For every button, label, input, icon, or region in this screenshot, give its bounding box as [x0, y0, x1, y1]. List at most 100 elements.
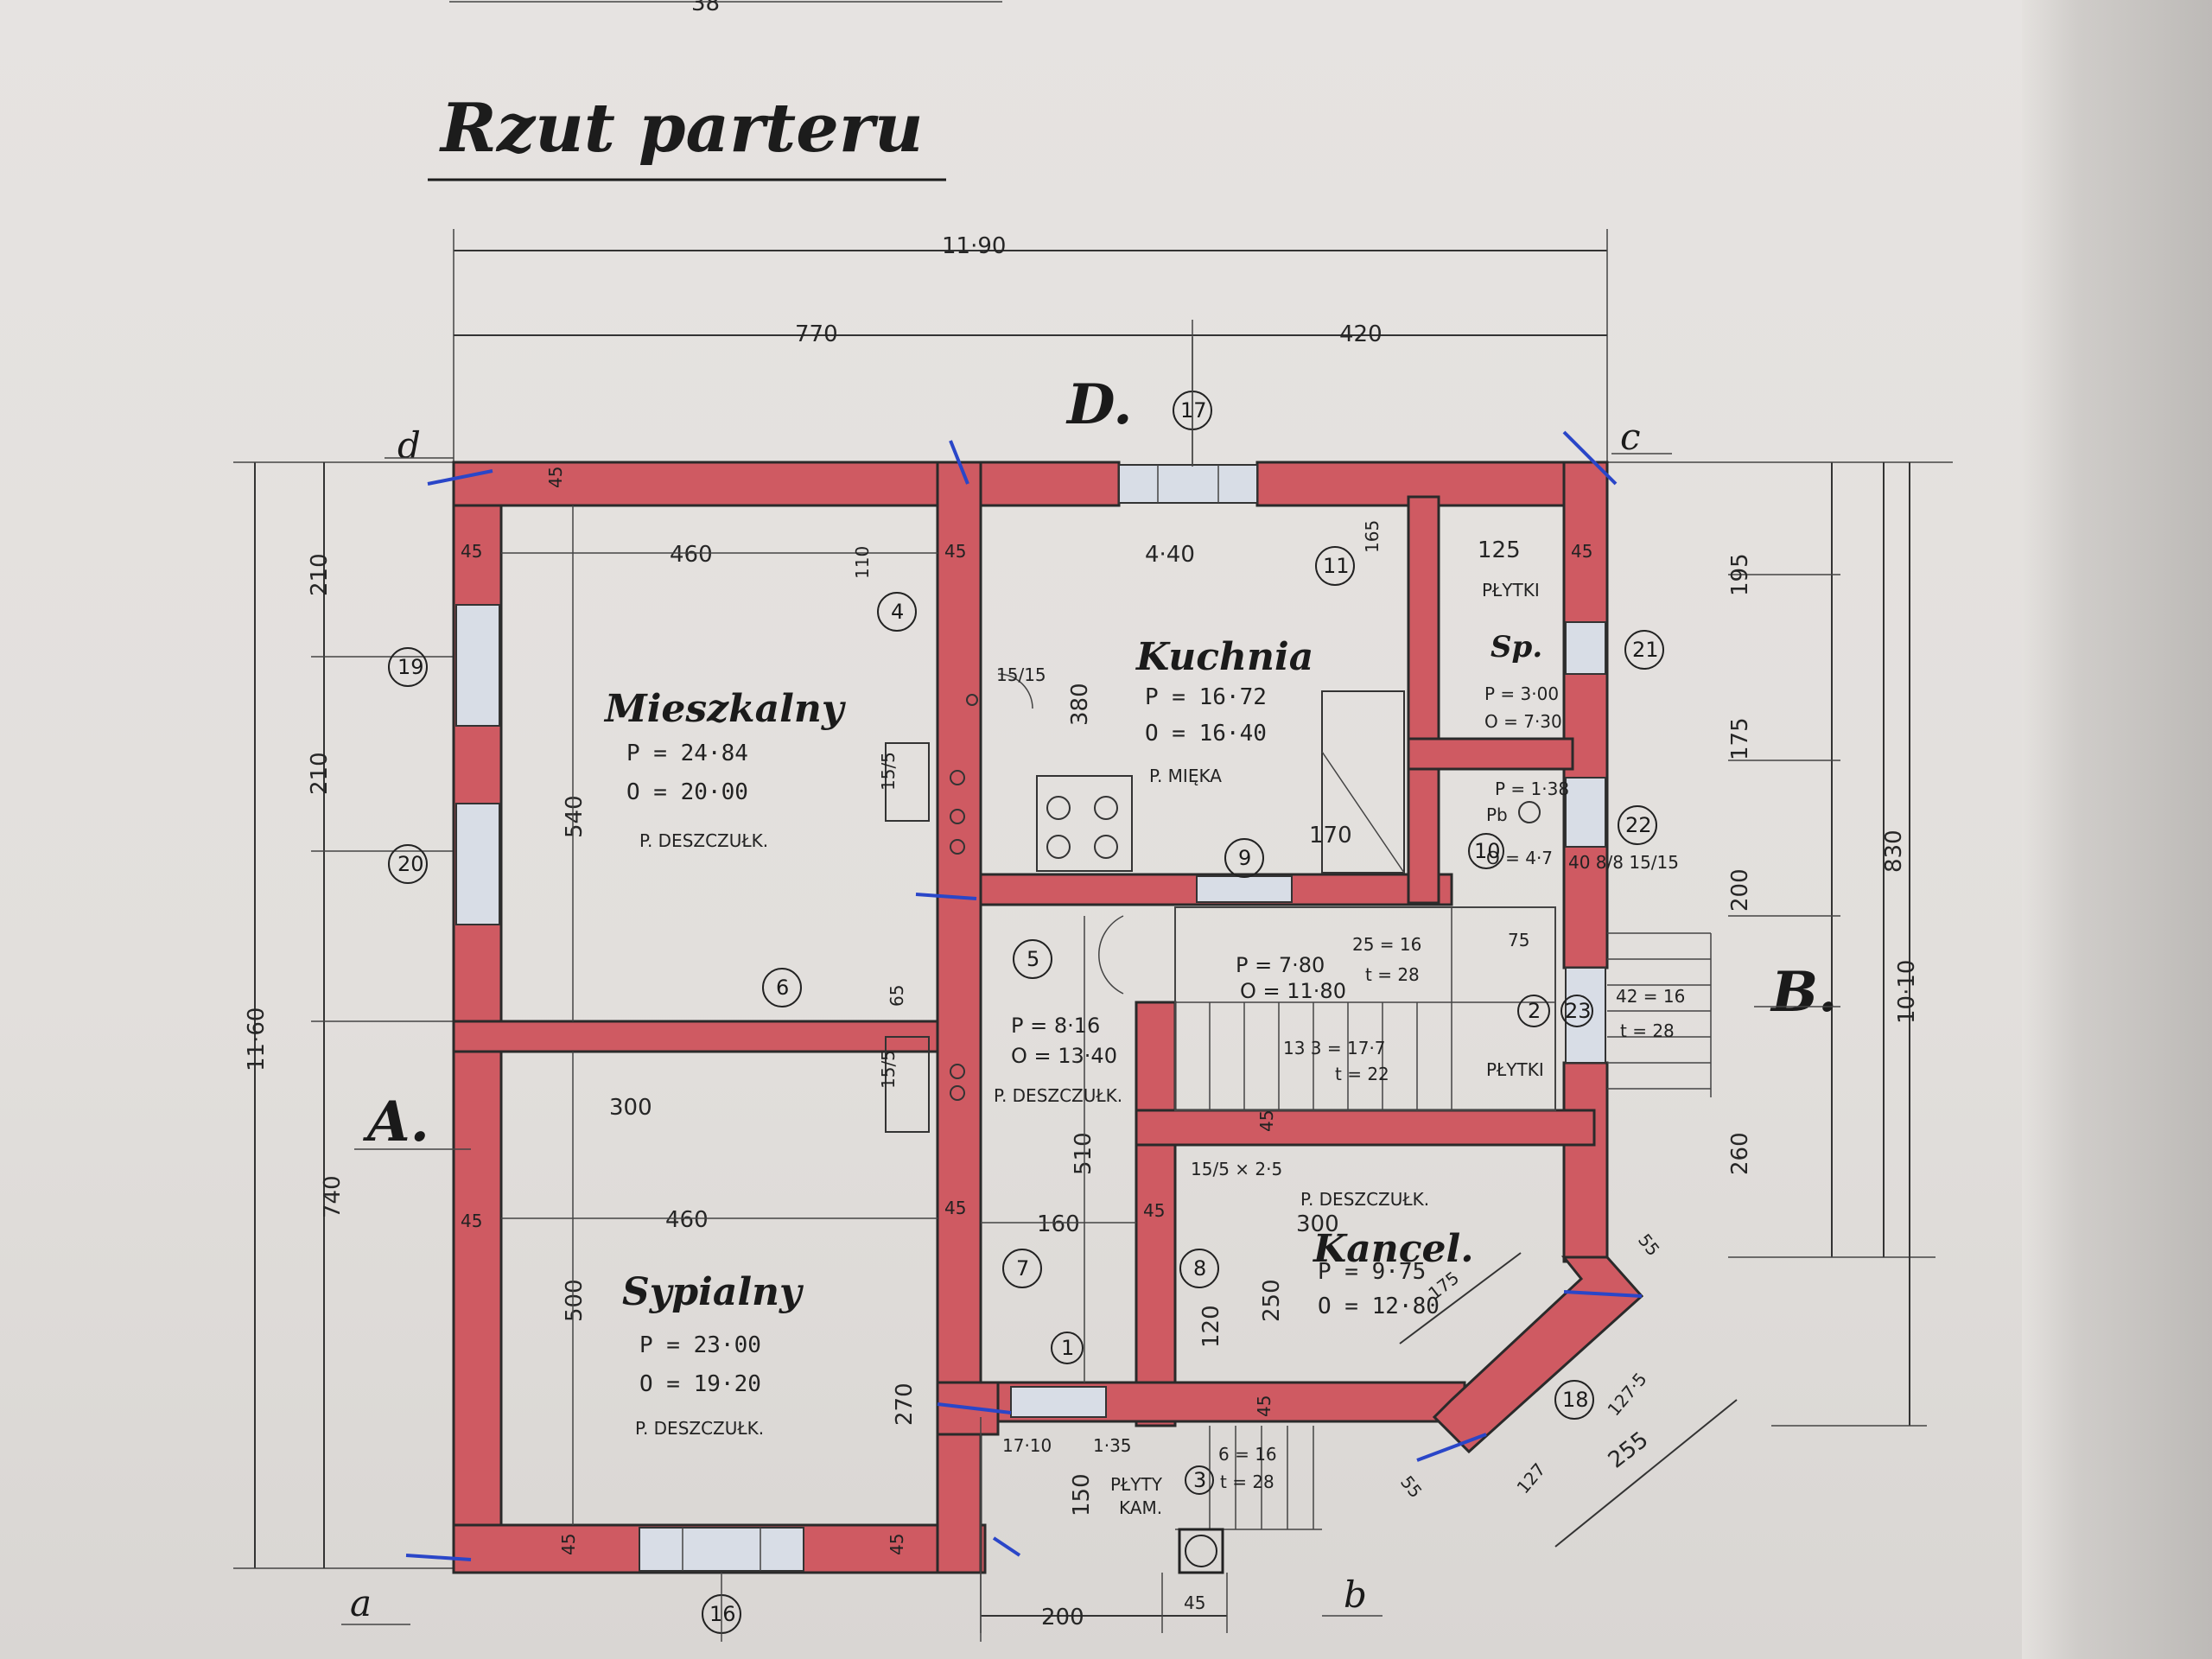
svg-text:11: 11 — [1323, 554, 1350, 578]
wall-45-j: 45 — [887, 1534, 907, 1555]
dim-740: 740 — [320, 1175, 346, 1218]
dim-255: 255 — [1604, 1427, 1654, 1473]
svg-text:20: 20 — [397, 852, 424, 876]
marker-6: 6 — [762, 968, 802, 1007]
corner-d: d — [397, 424, 421, 467]
wall-45-d: 45 — [1571, 541, 1592, 562]
wall-45-h: 45 — [1256, 1110, 1277, 1132]
mieszkalny-perimeter: O = 20·00 — [626, 779, 748, 805]
corner-labels: d c a b — [341, 416, 1672, 1625]
dim-127: 127 — [1512, 1459, 1549, 1498]
room-platform: PŁYTKI 42 = 16 t = 28 — [1486, 986, 1685, 1080]
svg-text:10: 10 — [1474, 839, 1501, 863]
top-partial-dim: 38 — [691, 0, 720, 16]
hall-area: P = 8·16 — [1011, 1014, 1100, 1038]
room-sypialny: Sypialny P = 23·00 O = 19·20 P. DESZCZUŁ… — [501, 1052, 938, 1525]
pb-fixture — [1518, 801, 1541, 823]
stairs-area: P = 7·80 — [1236, 953, 1325, 977]
entrance-label2: KAM. — [1119, 1497, 1162, 1518]
room-hall: P = 8·16 O = 13·40 P. DESZCZUŁK. 160 510 — [981, 916, 1136, 1382]
wall-45-k: 45 — [1254, 1395, 1274, 1417]
room-name-sp: Sp. — [1491, 630, 1542, 664]
sp-perimeter: O = 7·30 — [1484, 711, 1562, 732]
room-name-mieszkalny: Mieszkalny — [603, 687, 847, 731]
axis-d: D. — [1065, 372, 1133, 437]
dim-210b: 210 — [307, 752, 333, 795]
entrance-s1: 6 = 16 — [1218, 1444, 1277, 1465]
sp-width: 125 — [1478, 537, 1521, 563]
pb-area: P = 1·38 — [1495, 779, 1569, 799]
marker-5: 5 — [1013, 939, 1052, 979]
paper-edge — [2022, 0, 2212, 1659]
left-dimensions: 11·60 210 210 740 — [233, 461, 471, 1569]
wall-45-f: 45 — [944, 1198, 966, 1218]
corner-b: b — [1344, 1573, 1367, 1616]
axis-b: B. — [1770, 960, 1837, 1025]
stair-val-b: 15/5 — [878, 1050, 899, 1089]
dim-830: 830 — [1881, 830, 1907, 873]
svg-text:2: 2 — [1528, 999, 1541, 1023]
svg-text:9: 9 — [1238, 846, 1251, 870]
hall-width: 160 — [1037, 1211, 1080, 1237]
platform-s1: 42 = 16 — [1616, 986, 1685, 1007]
dim-175: 175 — [1727, 717, 1753, 760]
dim-55b: 55 — [1396, 1471, 1427, 1502]
svg-text:16: 16 — [709, 1602, 736, 1626]
room-kuchnia: Kuchnia P = 16·72 O = 16·40 P. MIĘKA 4·4… — [1067, 542, 1352, 849]
hall-floor: P. DESZCZUŁK. — [994, 1085, 1122, 1106]
mieszkalny-width: 460 — [670, 542, 713, 568]
sypialny-height: 500 — [562, 1279, 588, 1322]
dim-200: 200 — [1727, 868, 1753, 912]
corner-c: c — [1620, 416, 1641, 458]
kuchnia-perimeter: O = 16·40 — [1145, 721, 1267, 747]
sypialny-area: P = 23·00 — [639, 1332, 761, 1358]
sp-floor: PŁYTKI — [1482, 580, 1540, 601]
entrance-label1: PŁYTY — [1110, 1474, 1163, 1495]
wall-65: 65 — [887, 985, 907, 1007]
misc-dims: 40 8/8 15/15 — [1568, 852, 1679, 873]
mieszkalny-area: P = 24·84 — [626, 741, 748, 766]
marker-4: 4 — [877, 592, 917, 632]
marker-9: 9 — [1224, 838, 1264, 878]
mieszkalny-floor: P. DESZCZUŁK. — [639, 830, 768, 851]
bottom-dimensions: 200 45 — [980, 1573, 1228, 1633]
wall-45-g: 45 — [1143, 1200, 1165, 1221]
sypialny-perimeter: O = 19·20 — [639, 1371, 761, 1397]
dim-bottom-45: 45 — [1184, 1592, 1205, 1613]
axis-labels: A. B. D. — [354, 372, 1840, 1154]
dim-right-part: 420 — [1339, 321, 1382, 347]
wall-45-i: 45 — [558, 1534, 579, 1555]
dim-overall-width: 11·90 — [942, 233, 1006, 259]
blue-marks — [405, 430, 1643, 1561]
marker-2: 2 — [1517, 995, 1550, 1027]
room-kancel: P. DESZCZUŁK. 300 Kancel. P = 9·75 O = 1… — [1198, 1189, 1474, 1348]
kancel-height2: 120 — [1198, 1305, 1224, 1348]
sypialny-width2: 300 — [609, 1095, 652, 1121]
dim-left-part: 770 — [795, 321, 838, 347]
top-dimensions: 11·90 770 420 — [453, 229, 1608, 467]
svg-text:6: 6 — [776, 976, 789, 1000]
room-sp: PŁYTKI Sp. P = 3·00 O = 7·30 125 — [1478, 537, 1562, 732]
chimney-dim: 15/5 × 2·5 — [1191, 1159, 1282, 1179]
room-stairs: P = 7·80 O = 11·80 25 = 16 t = 28 13 3 =… — [1236, 934, 1421, 1084]
dim-height-right: 10·10 — [1894, 960, 1920, 1024]
marker-10: 10 — [1468, 833, 1504, 869]
room-entrance: PŁYTY KAM. 150 6 = 16 t = 28 17·10 1·35 — [1002, 1435, 1277, 1518]
svg-text:8: 8 — [1193, 1256, 1206, 1281]
kancel-area: P = 9·75 — [1318, 1259, 1426, 1285]
sp-area: P = 3·00 — [1484, 683, 1559, 704]
wall-45-e: 45 — [461, 1211, 482, 1231]
kancel-perimeter: O = 12·80 — [1318, 1294, 1440, 1319]
marker-3: 3 — [1185, 1465, 1214, 1495]
marker-1: 1 — [1051, 1332, 1084, 1364]
room-pb: P = 1·38 Pb O = 4·7 — [1486, 779, 1569, 868]
kancel-floor: P. DESZCZUŁK. — [1300, 1189, 1429, 1210]
windows — [455, 464, 1606, 1572]
marker-18: 18 — [1554, 1380, 1594, 1420]
svg-text:3: 3 — [1193, 1468, 1206, 1492]
wall-75: 75 — [1508, 930, 1529, 950]
hall-height: 510 — [1071, 1132, 1096, 1175]
room-name-pb: Pb — [1486, 804, 1508, 825]
kuchnia-width: 4·40 — [1145, 542, 1195, 568]
